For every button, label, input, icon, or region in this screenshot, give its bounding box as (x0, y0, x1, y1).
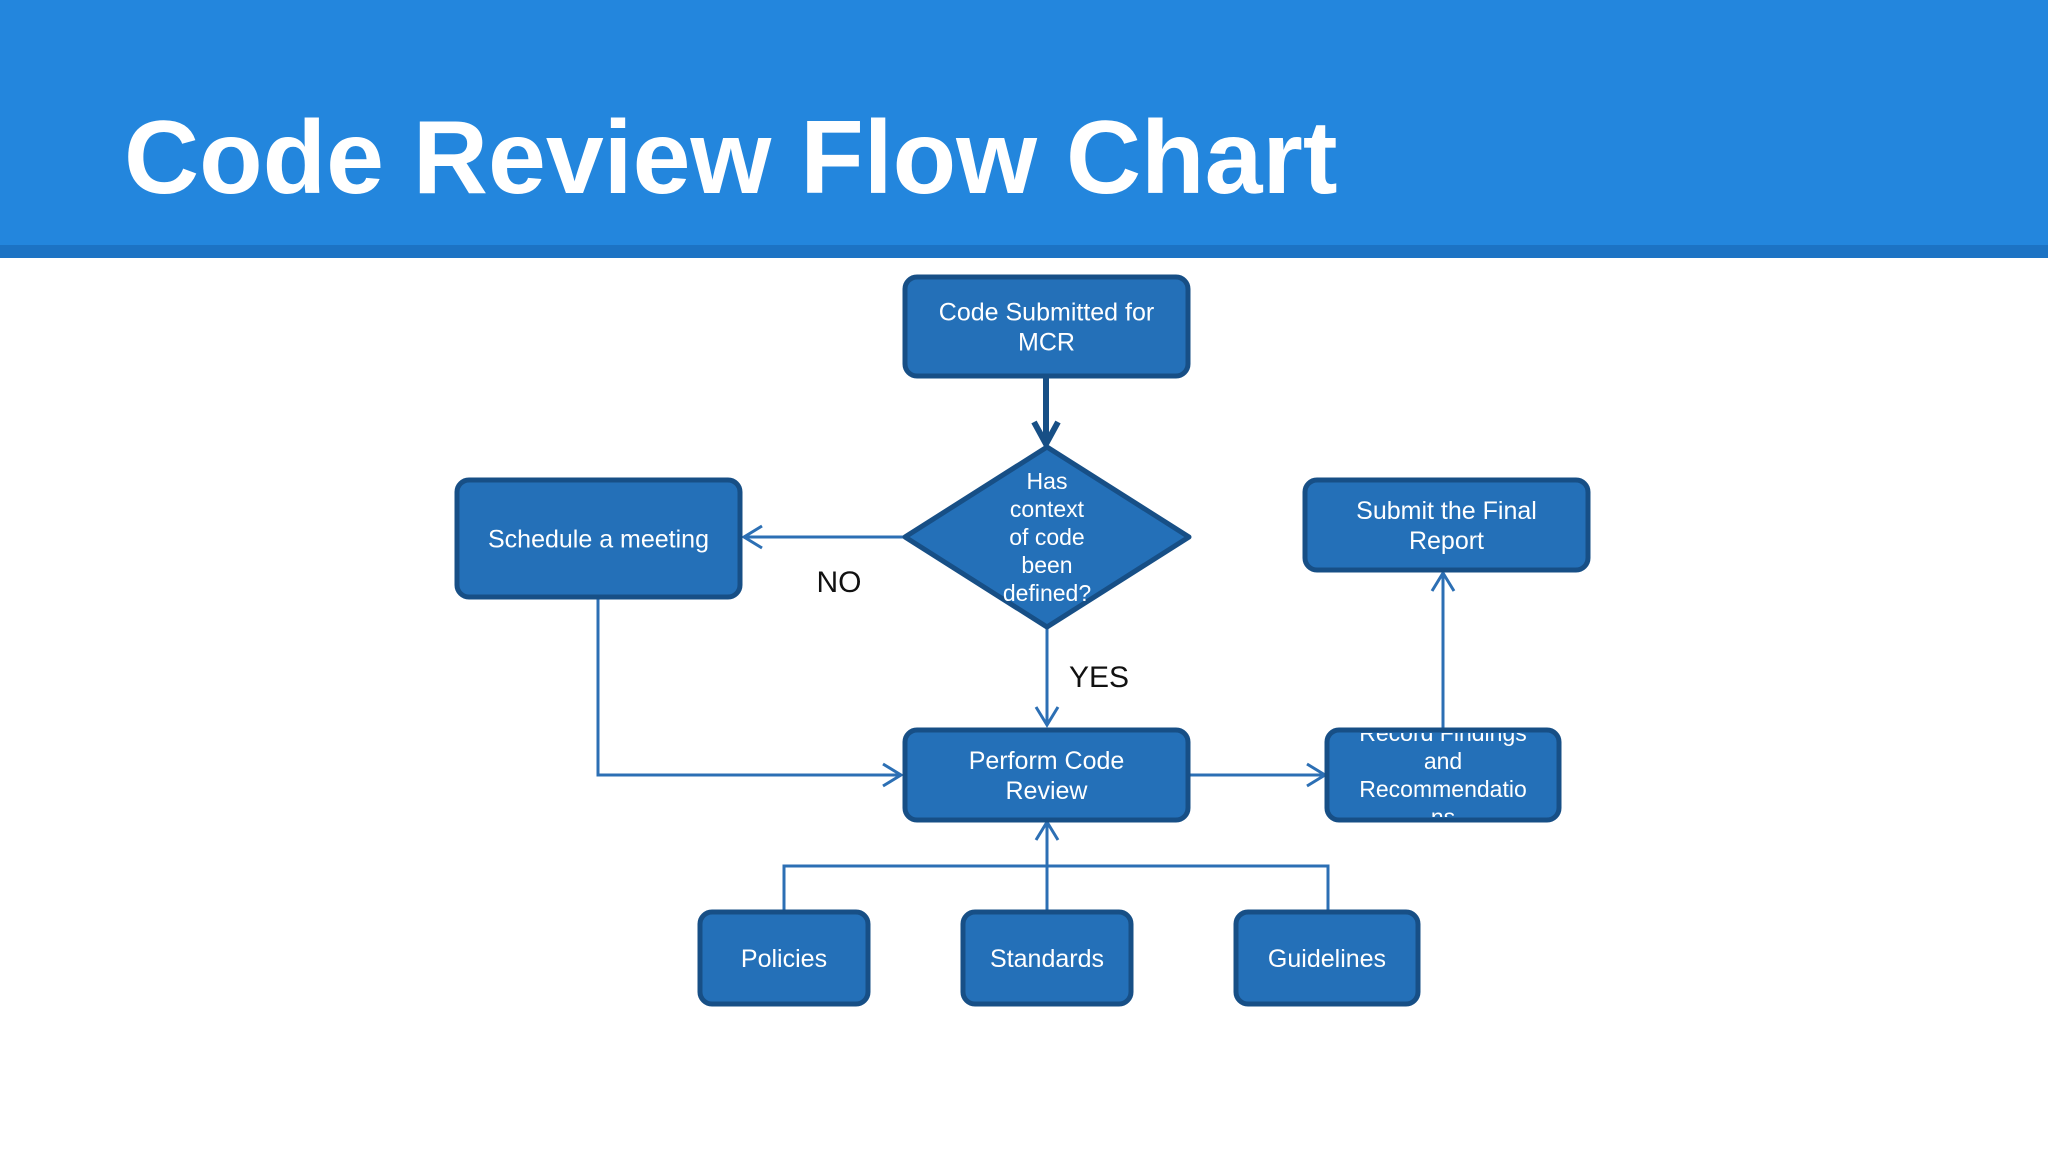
node-schedule-meeting-label: Schedule a meeting (488, 525, 709, 553)
node-code-submitted-label-line: Code Submitted for (939, 298, 1154, 326)
node-standards-box (960, 909, 1134, 1007)
node-guidelines-label: Guidelines (1268, 945, 1386, 973)
node-record-findings-label: Record FindingsandRecommendations (1359, 720, 1526, 830)
arrowhead-decision-top (1031, 420, 1061, 451)
node-context-decision-label-line: of code (1009, 524, 1084, 550)
node-guidelines-box (1233, 909, 1421, 1007)
node-record-findings-label-line: Record Findings (1359, 720, 1526, 746)
node-standards: Standards (960, 909, 1134, 1007)
node-record-findings-label-line: and (1424, 748, 1462, 774)
node-schedule-meeting-label-line: Schedule a meeting (488, 525, 709, 553)
node-record-findings-box (1324, 727, 1562, 823)
connectors (596, 376, 1456, 912)
node-context-decision-label-line: defined? (1003, 580, 1091, 606)
node-context-decision-label-line: context (1010, 496, 1085, 522)
title-banner (0, 0, 2048, 245)
node-perform-code-review-label-line: Review (1006, 777, 1089, 805)
node-perform-code-review-label-line: Perform Code (969, 747, 1125, 775)
node-policies-box (697, 909, 871, 1007)
node-code-submitted-box (902, 274, 1191, 379)
node-policies-label: Policies (741, 945, 827, 973)
node-schedule-meeting-box (454, 477, 743, 600)
node-perform-code-review-box (902, 727, 1191, 823)
node-submit-final-report-label-line: Report (1409, 527, 1484, 555)
node-context-decision-shape (902, 444, 1192, 630)
node-guidelines-label-line: Guidelines (1268, 945, 1386, 973)
arrowhead-review-left (882, 762, 904, 788)
node-policies-label-line: Policies (741, 945, 827, 973)
edge-label-no: NO (817, 566, 862, 599)
node-guidelines: Guidelines (1233, 909, 1421, 1007)
arrowhead-meeting (741, 524, 763, 550)
node-context-decision-label-line: been (1021, 552, 1072, 578)
node-schedule-meeting: Schedule a meeting (454, 477, 743, 600)
node-record-findings-label-line: Recommendatio (1359, 776, 1526, 802)
node-standards-label: Standards (990, 945, 1104, 973)
node-policies: Policies (697, 909, 871, 1007)
node-record-findings: Record FindingsandRecommendations (1324, 720, 1562, 830)
slide-title: Code Review Flow Chart (124, 100, 1338, 216)
arrowhead-final (1430, 570, 1456, 592)
connector-inputs-bus (782, 864, 1330, 912)
node-standards-label-line: Standards (990, 945, 1104, 973)
connector-meeting-to-review (596, 597, 901, 777)
node-context-decision-label-line: Has (1027, 468, 1068, 494)
node-code-submitted-label-line: MCR (1018, 328, 1075, 356)
title-banner-stripe (0, 245, 2048, 258)
edge-labels: NO YES (817, 566, 1130, 694)
node-record-findings-label-line: ns (1431, 804, 1455, 830)
arrowhead-review-top (1034, 706, 1060, 728)
edge-label-yes: YES (1069, 661, 1129, 694)
node-submit-final-report-label-line: Submit the Final (1356, 497, 1537, 525)
node-submit-final-report-box (1302, 477, 1591, 573)
